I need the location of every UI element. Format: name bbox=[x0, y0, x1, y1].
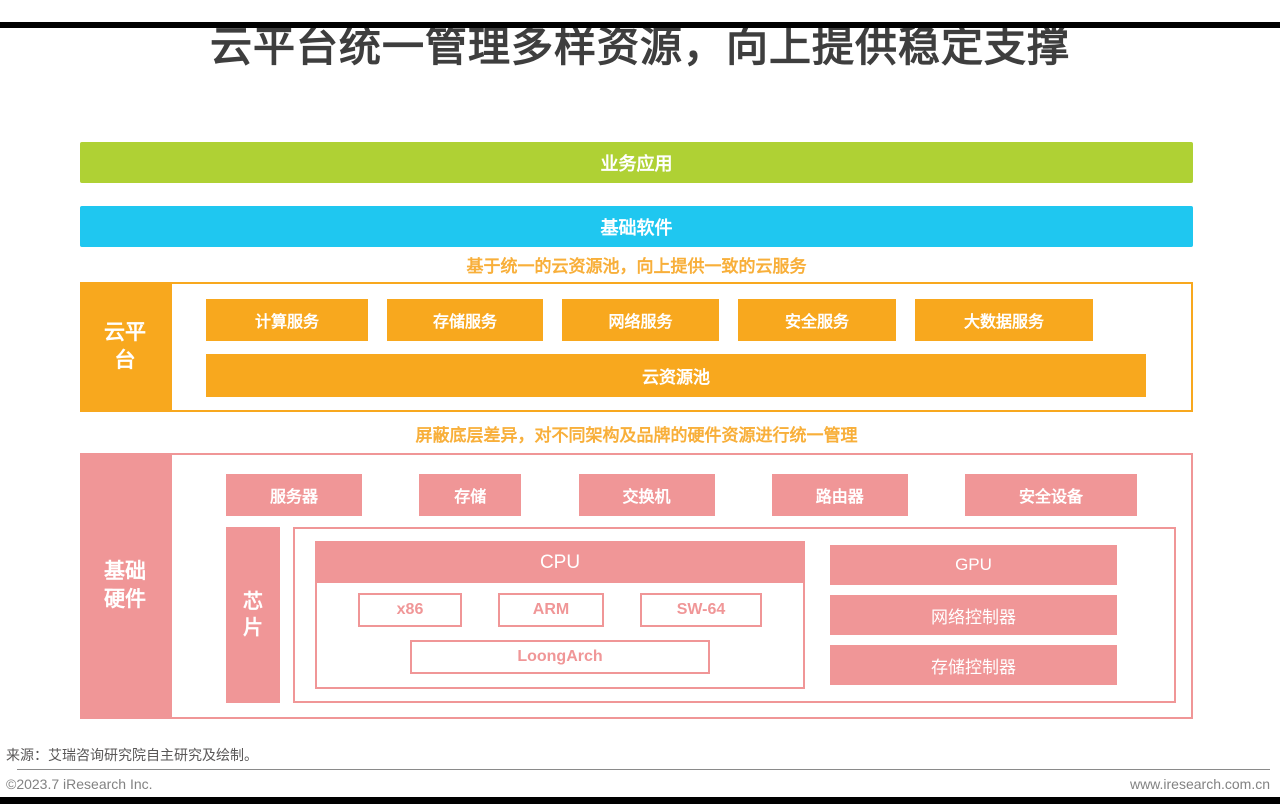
cpu-arch-row: x86 ARM SW-64 bbox=[317, 593, 803, 627]
chip-network-controller: 网络控制器 bbox=[830, 595, 1117, 635]
chip-side-label-text: 芯片 bbox=[243, 591, 263, 639]
cloud-resource-pool-bar: 云资源池 bbox=[206, 354, 1146, 397]
top-black-bar bbox=[0, 22, 1280, 28]
hardware-box: 服务器 存储 交换机 路由器 安全设备 芯片 CPU x86 ARM SW-6 bbox=[170, 453, 1193, 719]
device-router: 路由器 bbox=[771, 474, 908, 516]
device-server: 服务器 bbox=[226, 474, 362, 516]
layer-business-applications: 业务应用 bbox=[80, 142, 1193, 183]
source-note: 来源：艾瑞咨询研究院自主研究及绘制。 bbox=[6, 747, 258, 763]
service-compute: 计算服务 bbox=[206, 299, 368, 341]
hardware-side-label: 基础硬件 bbox=[80, 453, 170, 719]
cloud-platform-section: 云平台 计算服务 存储服务 网络服务 安全服务 大数据服务 云资源池 bbox=[80, 282, 1193, 412]
footer-bottom-row: ©2023.7 iResearch Inc. www.iresearch.com… bbox=[0, 770, 1280, 792]
arch-sw64: SW-64 bbox=[640, 593, 762, 627]
page-title: 云平台统一管理多样资源，向上提供稳定支撑 bbox=[209, 23, 1070, 70]
chip-box: CPU x86 ARM SW-64 LoongArch GPU 网络控制器 存储… bbox=[293, 527, 1176, 703]
footer: 来源：艾瑞咨询研究院自主研究及绘制。 ©2023.7 iResearch Inc… bbox=[0, 745, 1280, 792]
device-security-equipment: 安全设备 bbox=[965, 474, 1137, 516]
device-switch: 交换机 bbox=[578, 474, 715, 516]
copyright-text: ©2023.7 iResearch Inc. bbox=[6, 776, 153, 792]
diagram: 业务应用 基础软件 基于统一的云资源池，向上提供一致的云服务 云平台 计算服务 … bbox=[80, 142, 1193, 719]
chip-side-label: 芯片 bbox=[226, 527, 280, 703]
service-network: 网络服务 bbox=[562, 299, 719, 341]
arch-arm: ARM bbox=[498, 593, 604, 627]
layer-base-software: 基础软件 bbox=[80, 206, 1193, 247]
cpu-header-bar: CPU bbox=[317, 543, 803, 583]
hardware-side-label-text: 基础硬件 bbox=[104, 559, 146, 611]
cloud-caption: 基于统一的云资源池，向上提供一致的云服务 bbox=[466, 257, 807, 276]
footer-divider bbox=[17, 769, 1270, 770]
device-storage: 存储 bbox=[419, 474, 522, 516]
other-chips-stack: GPU 网络控制器 存储控制器 bbox=[830, 545, 1117, 685]
hardware-caption: 屏蔽底层差异，对不同架构及品牌的硬件资源进行统一管理 bbox=[415, 426, 858, 445]
chip-gpu: GPU bbox=[830, 545, 1117, 585]
service-security: 安全服务 bbox=[738, 299, 896, 341]
hardware-devices-row: 服务器 存储 交换机 路由器 安全设备 bbox=[172, 455, 1191, 516]
cloud-platform-box: 计算服务 存储服务 网络服务 安全服务 大数据服务 云资源池 bbox=[170, 282, 1193, 412]
chip-storage-controller: 存储控制器 bbox=[830, 645, 1117, 685]
service-bigdata: 大数据服务 bbox=[915, 299, 1093, 341]
bottom-black-bar bbox=[0, 797, 1280, 804]
website-url: www.iresearch.com.cn bbox=[1129, 776, 1270, 792]
arch-loongarch: LoongArch bbox=[410, 640, 710, 674]
cloud-platform-side-label-text: 云平台 bbox=[104, 320, 146, 372]
chip-row: 芯片 CPU x86 ARM SW-64 LoongArch GPU bbox=[226, 527, 1176, 703]
cloud-platform-side-label: 云平台 bbox=[80, 282, 170, 412]
service-storage: 存储服务 bbox=[387, 299, 543, 341]
arch-x86: x86 bbox=[358, 593, 462, 627]
hardware-section: 基础硬件 服务器 存储 交换机 路由器 安全设备 芯片 CPU x86 bbox=[80, 453, 1193, 719]
cloud-services-row: 计算服务 存储服务 网络服务 安全服务 大数据服务 bbox=[172, 284, 1191, 341]
cpu-group: CPU x86 ARM SW-64 LoongArch bbox=[315, 541, 805, 689]
